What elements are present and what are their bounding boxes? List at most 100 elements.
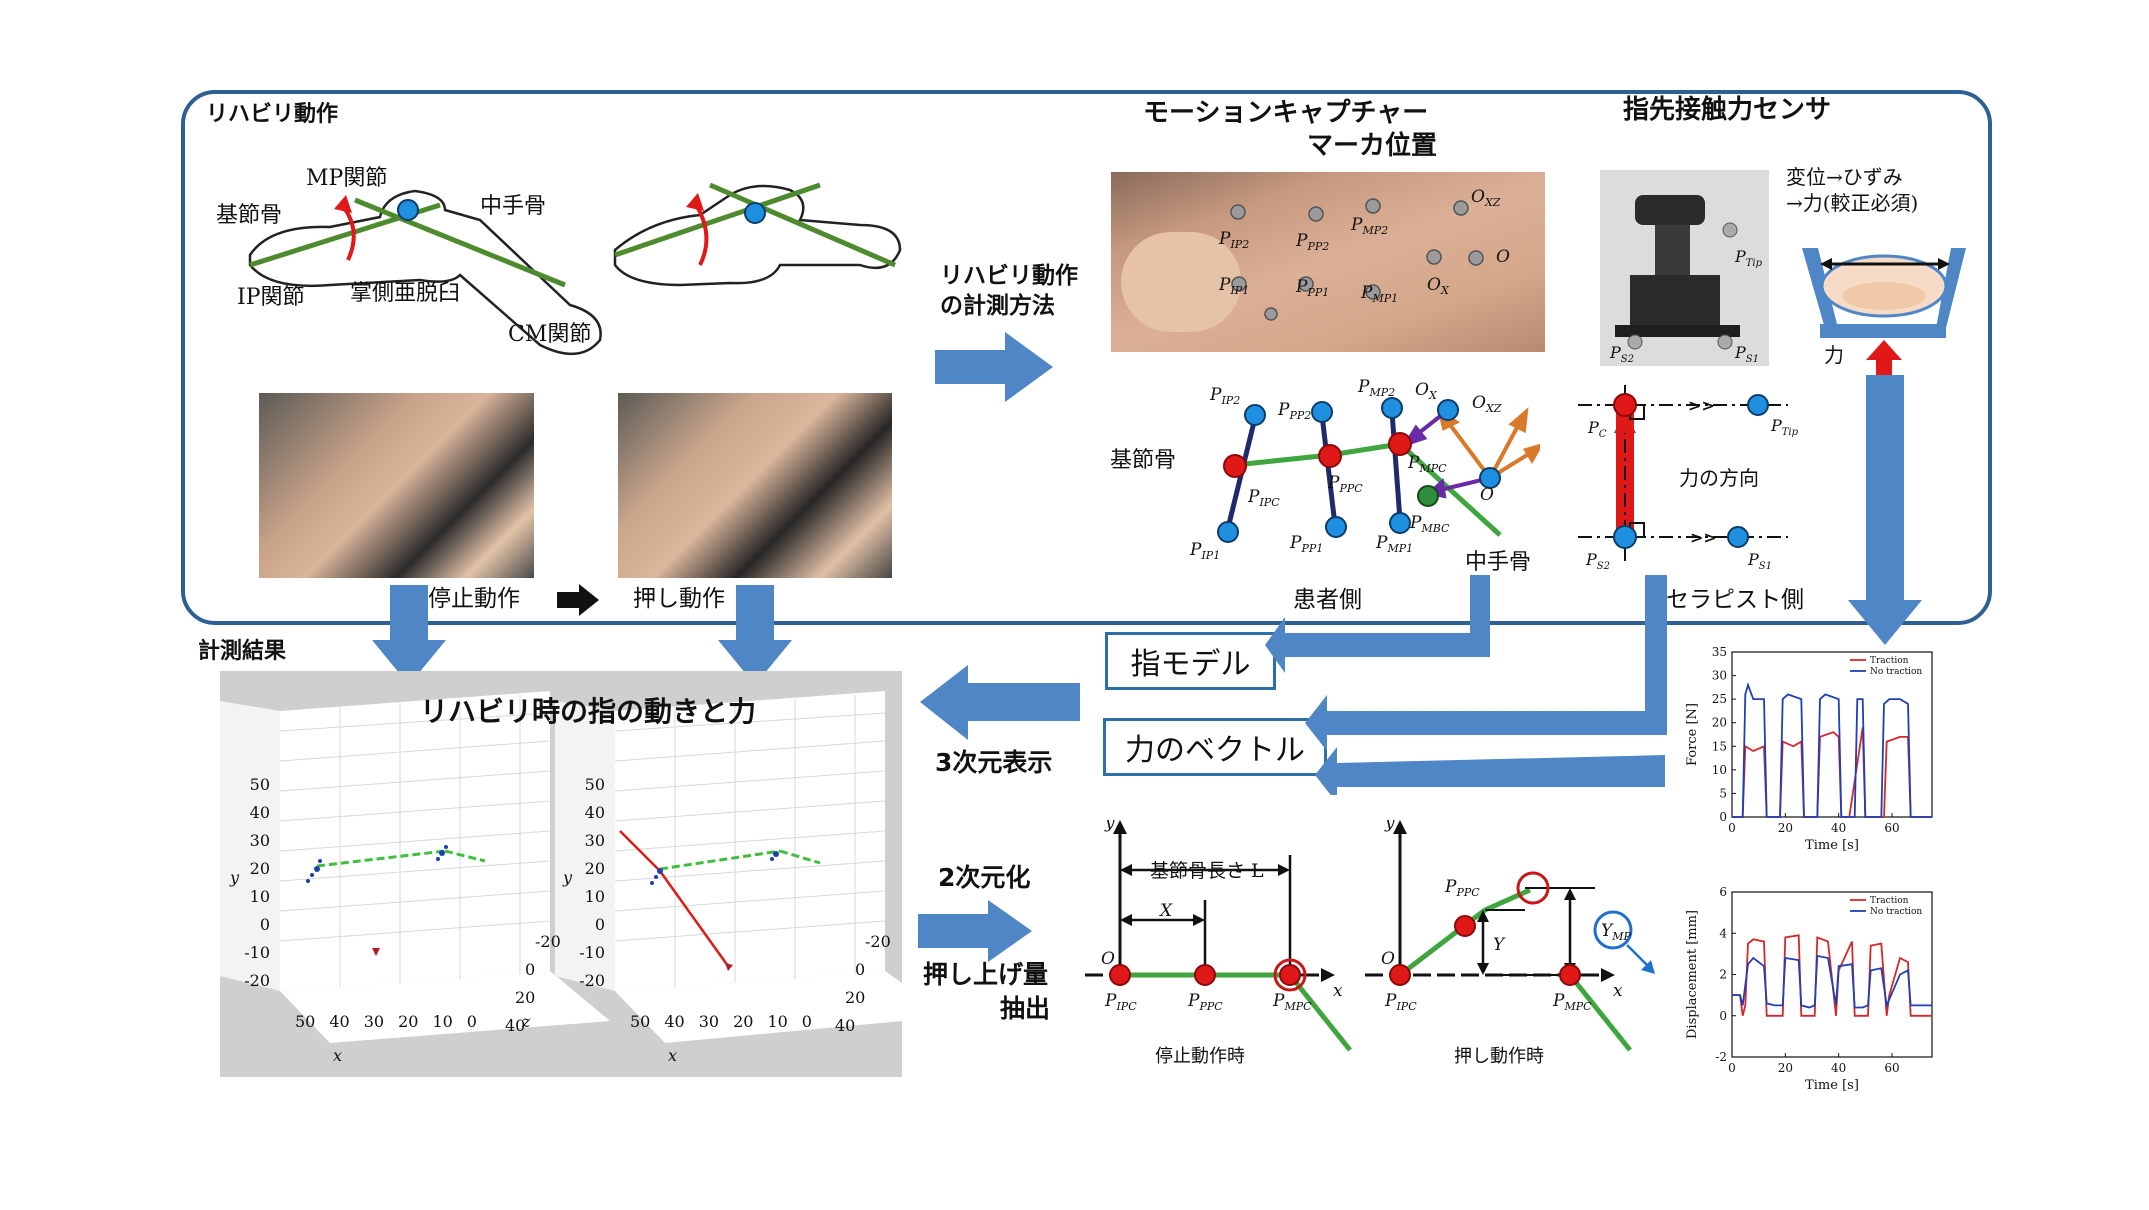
plot3d-left-xlabel: x	[333, 1046, 343, 1065]
diagram2d-rest: yxO X PIPC PPPC PMPC	[1085, 820, 1352, 1052]
disp-ytick-label: 2	[1719, 968, 1727, 982]
photo-label-o: O	[1496, 247, 1510, 267]
photo-label-oxz: OXZ	[1471, 187, 1501, 209]
display3d-label: 3次元表示	[935, 748, 1053, 777]
disp-ylabel: Displacement [mm]	[1685, 910, 1700, 1039]
patient-side-label: 患者側	[1293, 587, 1362, 613]
therapist-side-label: セラピスト側	[1666, 587, 1804, 613]
finger-model-box: 指モデル	[1105, 632, 1276, 690]
force-ytick-label: 30	[1712, 669, 1727, 683]
force-legend-label: Traction	[1870, 656, 1909, 666]
down-arrow-right-icon	[718, 585, 792, 685]
mp-joint-marker-right	[744, 202, 766, 224]
plot3d-panels	[220, 691, 902, 1043]
svg-text:PIPC: PIPC	[1384, 991, 1417, 1013]
push-time-label: 押し動作時	[1454, 1046, 1544, 1067]
svg-text:PTip: PTip	[1734, 247, 1763, 269]
svg-text:PPP1: PPP1	[1289, 533, 1323, 555]
label-proximal-phalanx: 基節骨	[216, 203, 283, 228]
svg-text:PIP2: PIP2	[1209, 385, 1240, 407]
svg-text:O: O	[1381, 949, 1395, 969]
force-series-2	[1732, 682, 1932, 818]
disp-ytick-label: 4	[1719, 926, 1727, 940]
extract-line2: 抽出	[1000, 994, 1051, 1023]
force-ytick-label: 35	[1712, 645, 1727, 659]
display3d-arrow-icon	[920, 665, 1080, 740]
svg-text:PMPC: PMPC	[1407, 453, 1447, 475]
label-cm-joint: CM関節	[508, 322, 592, 347]
photo-label-pmp2: PMP2	[1350, 215, 1388, 237]
disp-ytick-label: 0	[1719, 1009, 1727, 1023]
svg-text:YMP: YMP	[1601, 921, 1631, 943]
mp-joint-marker-left	[397, 199, 419, 221]
plot3d-left-ylabel: y	[230, 868, 240, 887]
disp-series-2	[1732, 954, 1932, 1009]
mocap-title-line1: モーションキャプチャー	[1143, 98, 1429, 128]
disp-ytick-label: -2	[1715, 1050, 1727, 1064]
svg-text:y: y	[1384, 820, 1395, 833]
force-ytick-label: 15	[1712, 739, 1727, 753]
disp-xtick-label: 20	[1778, 1061, 1793, 1075]
rest-to-push-arrow-icon	[557, 584, 599, 616]
svg-text:>>: >>	[1690, 528, 1717, 547]
svg-text:PMP2: PMP2	[1357, 377, 1395, 399]
photo-label-ppp2: PPP2	[1295, 231, 1329, 253]
plot3d-right-xlabel: x	[668, 1046, 678, 1065]
disp-xlabel: Time [s]	[1805, 1078, 1859, 1093]
rest-time-label: 停止動作時	[1155, 1046, 1245, 1067]
calibration-diagram	[1802, 248, 1966, 378]
metacarpal-axis-left	[354, 197, 566, 288]
bone-outline-left	[248, 189, 602, 356]
rest-action-label: 停止動作	[428, 586, 520, 612]
svg-text:y: y	[1104, 820, 1115, 833]
mocap-marker-photo	[1111, 172, 1545, 352]
extract-line1: 押し上げ量	[923, 960, 1049, 989]
measure-method-arrow-icon	[935, 332, 1053, 402]
svg-text:PIP1: PIP1	[1189, 540, 1220, 562]
finger-model-diagram: PIP2 PPP2 PMP2 OX OXZ PMPC O PIPC PPPC P…	[1189, 377, 1540, 562]
force-xtick-label: 40	[1831, 821, 1846, 835]
svg-text:Y: Y	[1493, 935, 1506, 955]
model-label-proximal: 基節骨	[1110, 448, 1177, 473]
disp-xtick-label: 40	[1831, 1061, 1846, 1075]
results-section-title: 計測結果	[198, 639, 287, 664]
metacarpal-axis-right	[709, 182, 896, 268]
proximal-axis-right	[614, 182, 821, 258]
svg-text:PPP2: PPP2	[1277, 400, 1311, 422]
plot3d-left-zlabel: z	[522, 1012, 531, 1031]
measure-method-line2: の計測方法	[940, 293, 1055, 319]
svg-text:PIPC: PIPC	[1247, 487, 1280, 509]
label-palmar-subluxation: 掌側亜脱臼	[350, 281, 461, 306]
force-ylabel: Force [N]	[1685, 703, 1700, 766]
svg-text:PTip: PTip	[1770, 416, 1798, 438]
force-ytick-label: 5	[1719, 786, 1727, 800]
force-legend-label: No traction	[1870, 667, 1922, 677]
svg-text:OXZ: OXZ	[1472, 393, 1502, 415]
plot3d-title: リハビリ時の指の動きと力	[420, 695, 757, 728]
disp-xtick-label: 0	[1728, 1061, 1736, 1075]
plot3d-right-ylabel: y	[563, 868, 573, 887]
length-label: 基節骨長さ L	[1150, 860, 1264, 882]
force-ytick-label: 10	[1712, 763, 1727, 777]
label-mp-joint: MP関節	[306, 166, 388, 191]
measure-method-line1: リハビリ動作	[940, 263, 1078, 289]
photo-label-pip2: PIP2	[1218, 229, 1249, 251]
disp-xtick-label: 60	[1884, 1061, 1899, 1075]
force-vector-box: 力のベクトル	[1103, 718, 1327, 776]
force-xtick-label: 0	[1728, 821, 1736, 835]
force-ytick-label: 0	[1719, 810, 1727, 824]
svg-text:X: X	[1158, 901, 1173, 921]
svg-text:x: x	[1333, 981, 1343, 1001]
to2d-label: 2次元化	[938, 863, 1031, 892]
push-action-photo	[618, 393, 892, 578]
svg-text:PS2: PS2	[1585, 550, 1610, 572]
label-ip-joint: IP関節	[237, 285, 305, 310]
photo-label-pip1: PIP1	[1218, 275, 1249, 297]
force-xtick-label: 20	[1778, 821, 1793, 835]
